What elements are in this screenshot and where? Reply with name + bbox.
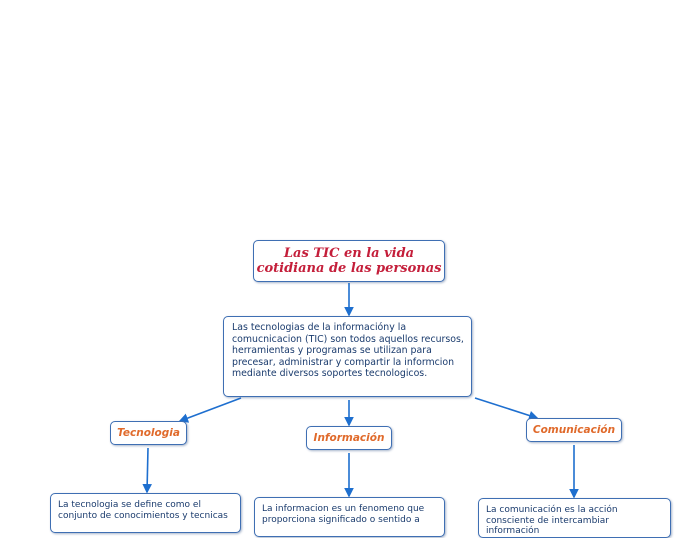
connector-to-tecnologia — [178, 397, 242, 423]
root-title: Las TIC en la vida cotidiana de las pers… — [257, 246, 442, 276]
topic-node-comunicacion[interactable]: Comunicación — [526, 418, 622, 442]
root-node[interactable]: Las TIC en la vida cotidiana de las pers… — [253, 240, 445, 282]
informacion-description-text: La informacion es un fenomeno que propor… — [262, 504, 425, 525]
topic-node-informacion[interactable]: Información — [306, 426, 392, 450]
tecnologia-description-node[interactable]: La tecnologia se define como el conjunto… — [50, 493, 241, 533]
topic-label-informacion: Información — [313, 432, 385, 444]
topic-label-tecnologia: Tecnologia — [117, 427, 180, 439]
connectors — [142, 283, 579, 499]
topic-label-comunicacion: Comunicación — [532, 424, 616, 436]
root-title-line2: cotidiana de las personas — [256, 261, 442, 276]
connector-tecnologia-to-description — [142, 447, 152, 494]
informacion-description-node[interactable]: La informacion es un fenomeno que propor… — [254, 497, 445, 537]
topic-node-tecnologia[interactable]: Tecnologia — [110, 421, 187, 445]
root-title-line1: Las TIC en la vida — [283, 246, 415, 261]
connector-to-comunicacion — [474, 397, 539, 421]
comunicacion-description-node[interactable]: La comunicación es la acción consciente … — [478, 498, 671, 538]
main-description-text: Las tecnologias de la informacióny la co… — [232, 322, 464, 380]
main-description-node[interactable]: Las tecnologias de la informacióny la co… — [223, 316, 472, 397]
comunicacion-description-text: La comunicación es la acción consciente … — [486, 505, 618, 536]
tecnologia-description-text: La tecnologia se define como el conjunto… — [58, 500, 228, 521]
